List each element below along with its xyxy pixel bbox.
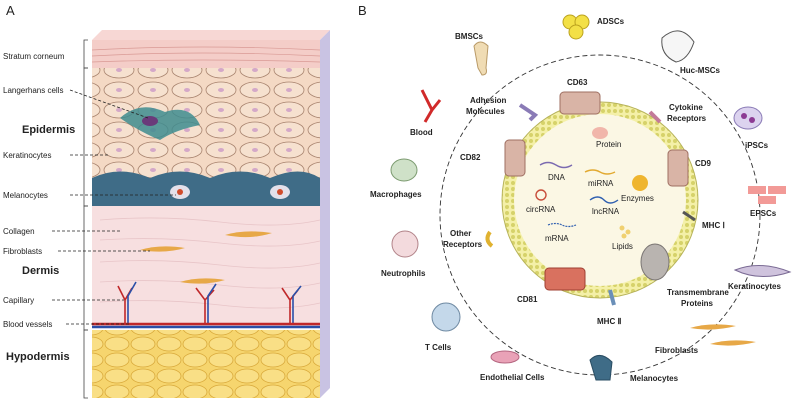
langerhans-cell [120,107,200,140]
membrane-proteins [485,91,696,306]
panel-label-a: A [6,3,15,18]
cd81-protein [544,267,586,291]
label-other-1: Other [450,229,471,238]
skin-block [91,30,330,398]
macrophages-icon [390,158,418,182]
mirna-strand [584,169,616,175]
label-epidermis: Epidermis [22,124,75,136]
label-fibroblasts-a: Fibroblasts [3,247,42,256]
label-enzymes: Enzymes [621,194,654,203]
label-langerhans: Langerhans cells [3,86,63,95]
label-hypodermis: Hypodermis [6,351,70,363]
label-mrna: mRNA [545,234,569,243]
huc-mscs-icon [661,30,695,63]
ipscs-icon [733,106,763,130]
label-mhc2: MHC Ⅱ [597,317,621,326]
label-keratinocytes-b: Keratinocytes [728,282,781,291]
label-lipids: Lipids [612,242,633,251]
blood-icon [420,89,442,123]
cd9-protein [667,149,689,187]
protein-blob [592,127,608,139]
langerhans-nucleus [142,116,158,126]
t-cells-icon [431,302,461,332]
label-dermis: Dermis [22,265,59,277]
lncrna-strand [589,196,619,204]
label-mirna: miRNA [588,179,614,188]
label-cd81: CD81 [517,295,538,304]
melanocyte-cells [170,185,290,199]
label-cd82: CD82 [460,153,481,162]
label-adscs: ADSCs [597,17,625,26]
adhesion-molecule [518,103,539,122]
fibroblast-cells [140,231,272,284]
label-neutrophils: Neutrophils [381,269,426,278]
label-keratinocytes-a: Keratinocytes [3,151,51,160]
capillaries [117,281,302,324]
fibroblasts-b-icon [690,324,756,346]
label-protein: Protein [596,140,621,149]
label-blood: Blood [410,128,433,137]
melanocytes-b-icon [589,355,613,381]
label-huc-mscs: Huc-MSCs [680,66,721,75]
label-dna: DNA [548,173,566,182]
label-blood-vessels: Blood vessels [3,320,52,329]
bmscs-icon [473,41,489,76]
cd82-protein [504,139,526,177]
adscs-icon [562,14,590,40]
keratinocytes-b-icon [733,265,792,277]
endothelial-icon [490,350,520,364]
source-icons [390,14,792,381]
label-adhesion-2: Molecules [466,107,505,116]
label-cd9: CD9 [695,159,712,168]
cargo-items [535,127,648,239]
label-trans-1: Transmembrane [667,288,729,297]
label-capillary: Capillary [3,296,34,305]
lipid-dot-3 [621,233,627,239]
cytokine-receptor [648,110,662,124]
label-endothelial: Endothelial Cells [480,373,545,382]
pointer-lines [52,89,176,325]
other-receptor [485,230,494,248]
fat-layer [92,330,320,398]
label-adhesion-1: Adhesion [470,96,507,105]
label-t-cells: T Cells [425,343,452,352]
neutrophils-icon [391,230,419,258]
circrna-ring [535,189,547,201]
label-ipscs: iPSCs [745,141,769,150]
label-melanocytes-a: Melanocytes [3,191,48,200]
exosome [501,101,699,299]
label-lncrna: lncRNA [592,207,620,216]
label-cytokine-2: Receptors [667,114,707,123]
label-mhc1: MHC Ⅰ [702,221,725,230]
label-circrna: circRNA [526,205,556,214]
label-bmscs: BMSCs [455,32,484,41]
mrna-strand [547,222,577,228]
lipid-dot-2 [625,229,631,235]
panel-label-b: B [358,3,367,18]
layer-brackets [83,39,88,399]
label-fibroblasts-b: Fibroblasts [655,346,699,355]
label-cd63: CD63 [567,78,588,87]
label-other-2: Receptors [443,240,483,249]
label-stratum-corneum: Stratum corneum [3,52,65,61]
mhc1-molecule [682,210,696,222]
label-cytokine-1: Cytokine [669,103,703,112]
cd63-protein [559,91,601,115]
epscs-icon [748,186,786,204]
label-macrophages: Macrophages [370,190,422,199]
label-epscs: EPSCs [750,209,777,218]
mhc2-molecule [608,289,616,306]
dna-strand [539,161,573,169]
label-trans-2: Proteins [681,299,714,308]
transmembrane-protein [640,243,670,281]
label-melanocytes-b: Melanocytes [630,374,679,383]
label-collagen: Collagen [3,227,35,236]
enzyme-shape [632,175,648,191]
lipid-dot-1 [619,225,625,231]
